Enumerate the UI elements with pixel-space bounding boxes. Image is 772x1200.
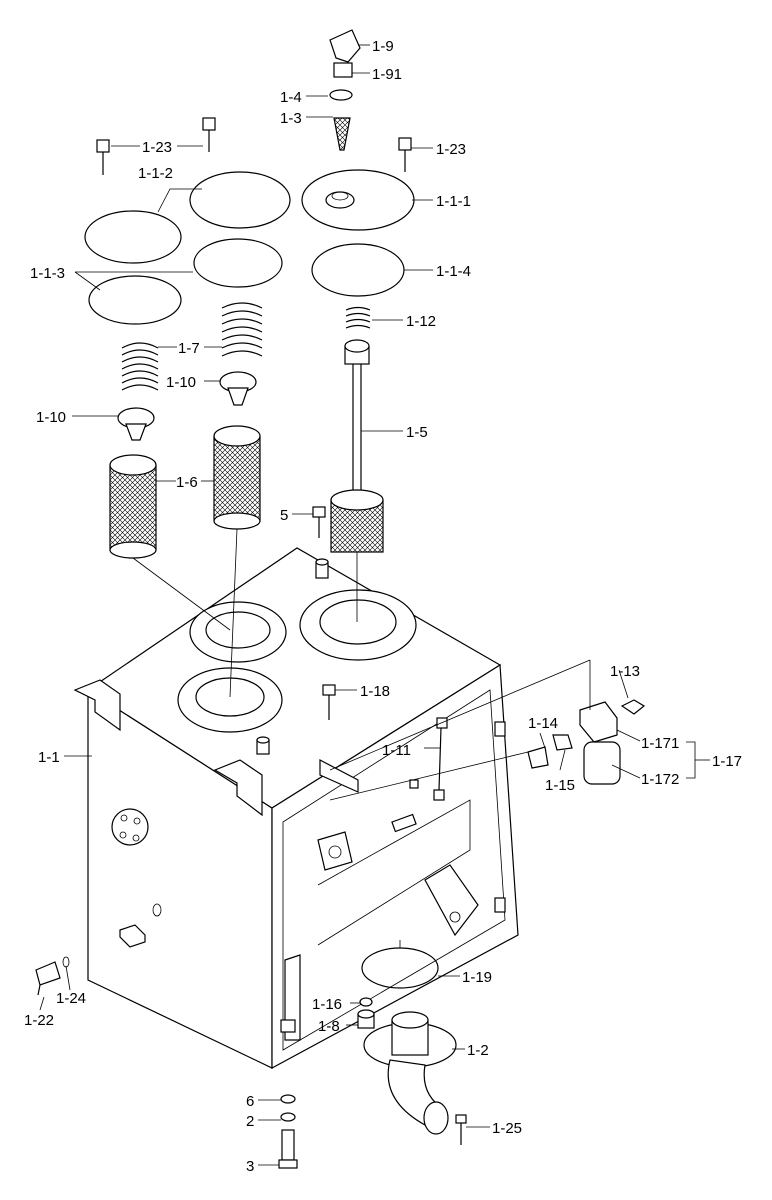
label-1-7: 1-7: [178, 340, 200, 357]
label-1-23-left: 1-23: [142, 139, 172, 156]
label-1-22: 1-22: [24, 1012, 54, 1029]
label-1-10-mid: 1-10: [166, 374, 196, 391]
label-1-17: 1-17: [712, 753, 742, 770]
label-1-8: 1-8: [318, 1018, 340, 1035]
label-2: 2: [246, 1113, 254, 1130]
label-1-1-2: 1-1-2: [138, 165, 173, 182]
part-labels: 1-9 1-91 1-4 1-3 1-23 1-23 1-1-2 1-1-1 1…: [24, 38, 742, 1175]
label-1-1: 1-1: [38, 749, 60, 766]
label-1-172: 1-172: [641, 771, 679, 788]
label-5: 5: [280, 507, 288, 524]
label-1-6: 1-6: [176, 474, 198, 491]
cover-plates: [84, 169, 415, 264]
label-1-11: 1-11: [382, 742, 411, 759]
label-1-5: 1-5: [406, 424, 428, 441]
label-1-18: 1-18: [360, 683, 390, 700]
cover-bolts: [96, 117, 412, 175]
label-1-4: 1-4: [280, 89, 302, 106]
drain-valve: [35, 956, 70, 996]
label-1-12: 1-12: [406, 313, 436, 330]
label-1-14: 1-14: [528, 715, 558, 732]
label-1-1-3: 1-1-3: [30, 265, 65, 282]
line-filter: [527, 699, 646, 785]
label-1-19: 1-19: [462, 969, 492, 986]
label-1-25: 1-25: [492, 1120, 522, 1137]
hydraulic-tank: [73, 547, 519, 1070]
label-1-13: 1-13: [610, 663, 640, 680]
bypass-valves: [117, 371, 257, 441]
label-1-3: 1-3: [280, 110, 302, 127]
label-1-1-1: 1-1-1: [436, 193, 471, 210]
suction-strainers: [109, 425, 261, 559]
label-1-2: 1-2: [467, 1042, 489, 1059]
tank-opening-flanges: [177, 589, 417, 733]
label-1-16: 1-16: [312, 996, 342, 1013]
label-1-10-left: 1-10: [36, 409, 66, 426]
label-1-1-4: 1-1-4: [436, 263, 471, 280]
breather-assembly: [329, 29, 361, 151]
drain-port: [357, 997, 467, 1145]
mount-hardware: [278, 1019, 298, 1169]
label-1-9: 1-9: [372, 38, 394, 55]
label-3: 3: [246, 1158, 254, 1175]
label-6: 6: [246, 1093, 254, 1110]
label-1-15: 1-15: [545, 777, 575, 794]
label-1-23-right: 1-23: [436, 141, 466, 158]
leader-lines: [39, 44, 710, 1166]
label-1-171: 1-171: [641, 735, 679, 752]
springs: [121, 302, 371, 391]
return-filter: [330, 339, 384, 553]
label-1-24: 1-24: [56, 990, 86, 1007]
label-1-91: 1-91: [372, 66, 402, 83]
